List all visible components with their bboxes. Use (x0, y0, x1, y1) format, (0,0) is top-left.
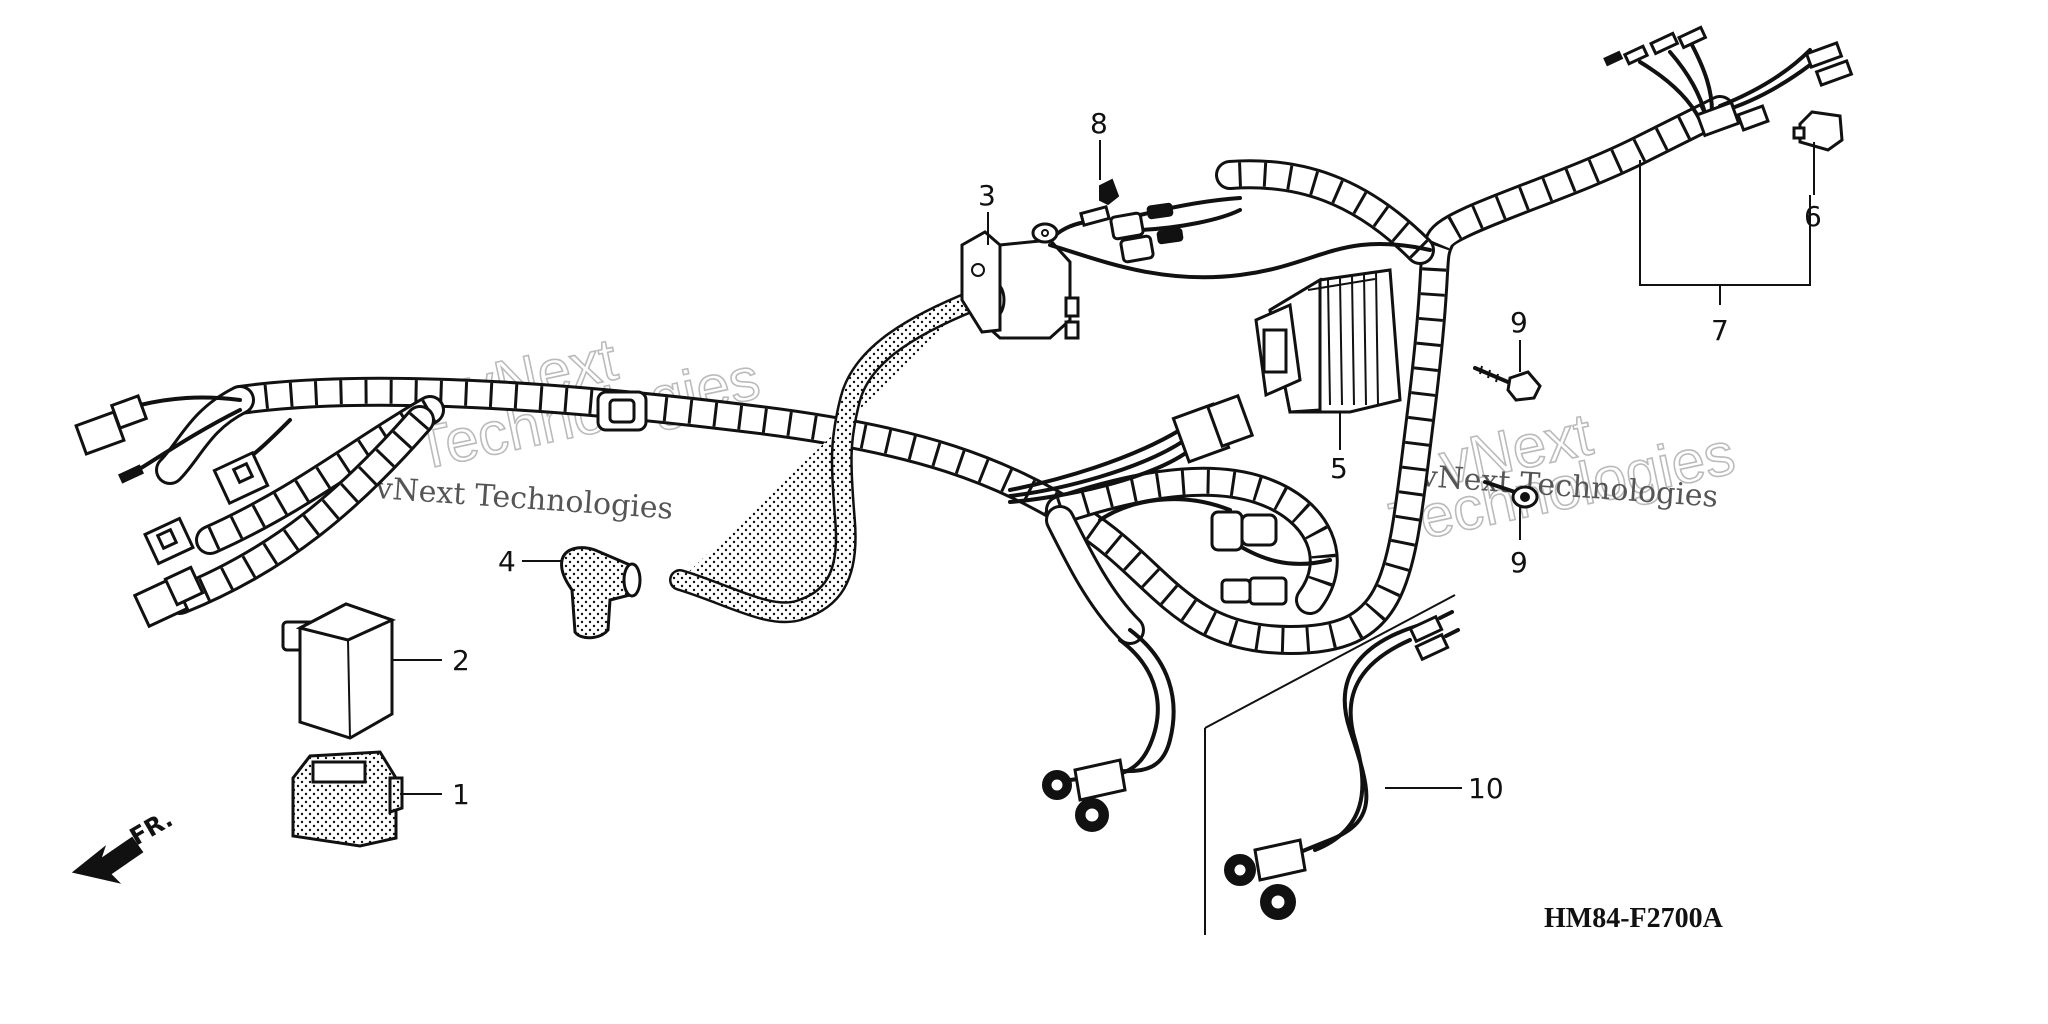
callout-8: 8 (1090, 107, 1108, 140)
part-9-bolt-upper (1473, 365, 1542, 402)
left-connector-low (132, 516, 205, 629)
callout-2: 2 (452, 644, 470, 677)
part-3-starter-relay (669, 230, 1080, 624)
callout-1: 1 (452, 778, 470, 811)
callout-6: 6 (1804, 200, 1822, 233)
callout-10: 10 (1468, 772, 1504, 805)
callout-7: 7 (1711, 314, 1729, 347)
part-2-relay (281, 602, 397, 740)
left-connector-mid (212, 418, 292, 506)
part-1-socket (291, 750, 404, 848)
left-connector-top (74, 394, 242, 484)
part-6-connector (1792, 110, 1844, 152)
part-4-cap (560, 546, 642, 640)
main-wire-harness (155, 95, 1735, 655)
top-connectors (1109, 196, 1242, 264)
front-direction-arrow: FR. (71, 805, 177, 884)
arrow-icon (71, 836, 144, 884)
regulator-connector (1008, 393, 1255, 504)
watermark-right: Technologies vNext vNext Technologies (1383, 399, 1741, 558)
top-right-terminals (1603, 25, 1854, 138)
callout-9-upper: 9 (1510, 306, 1528, 339)
part-5-regulator (1254, 268, 1402, 414)
part-8-bolt (1079, 178, 1120, 227)
lower-sensor-connector (1042, 628, 1176, 832)
callout-labels: 1 2 3 4 5 6 7 8 9 9 10 (452, 107, 1822, 811)
callout-4: 4 (498, 545, 516, 578)
ground-terminal (1031, 220, 1432, 280)
callout-9-lower: 9 (1510, 546, 1528, 579)
part-10-frame (1204, 594, 1456, 935)
callout-5: 5 (1330, 452, 1348, 485)
drawing-code: HM84-F2700A (1544, 903, 1724, 934)
harness-clamp (596, 390, 648, 432)
callout-3: 3 (978, 179, 996, 212)
part-10-sub-harness (1224, 610, 1460, 920)
watermark-small: vNext Technologies (373, 471, 674, 527)
leader-lines (392, 140, 1815, 795)
middle-loop-connectors (1098, 497, 1332, 606)
part-9-bolt-lower (1483, 480, 1539, 509)
